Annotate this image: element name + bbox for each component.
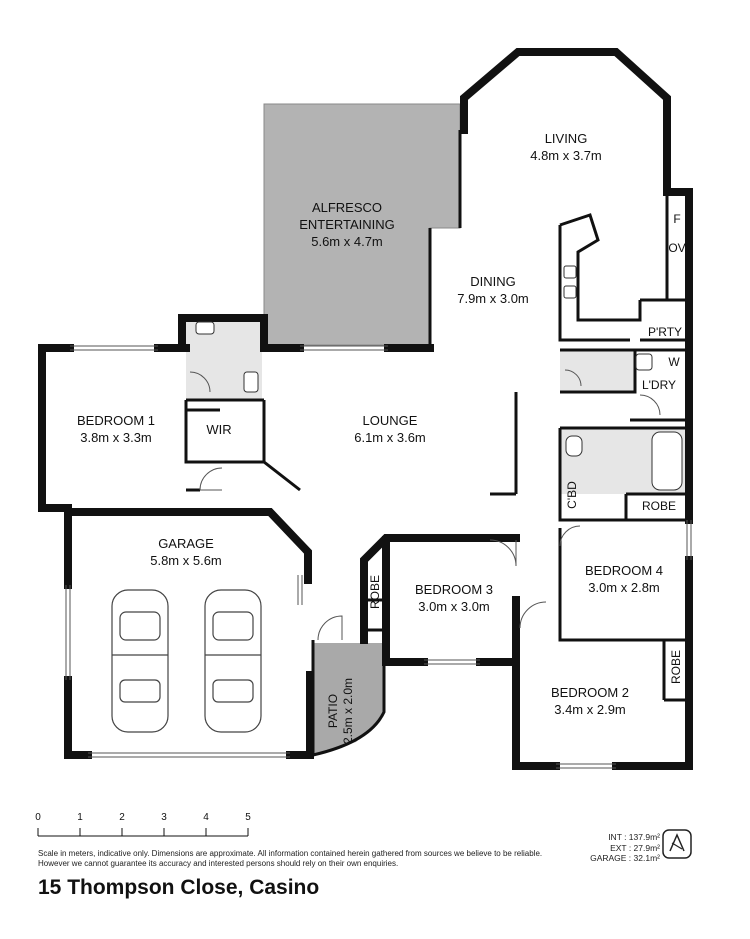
label-robe-left: ROBE (368, 575, 382, 610)
label-pantry: P'RTY (647, 325, 683, 339)
property-address: 15 Thompson Close, Casino (38, 876, 320, 899)
label-cbd: C'BD (565, 481, 579, 509)
disclaimer-text: Scale in meters, indicative only. Dimens… (38, 849, 543, 868)
windows-and-doors (65, 345, 692, 769)
scale-tick-5: 5 (245, 812, 251, 823)
fixtures (195, 265, 683, 491)
label-fridge: F (673, 212, 681, 226)
floor-plan (38, 48, 693, 770)
area-summary: INT : 137.9m² EXT : 27.9m² GARAGE : 32.1… (560, 832, 660, 864)
north-arrow-icon (662, 829, 692, 859)
interior-walls (184, 130, 691, 757)
label-oven: OV (668, 241, 686, 255)
label-laundry: L'DRY (641, 378, 677, 392)
patio-area (313, 643, 384, 755)
scale-bar: 0 1 2 3 4 5 (35, 812, 251, 842)
scale-tick-0: 0 (35, 812, 41, 823)
area-garage: GARAGE : 32.1m² (590, 853, 660, 863)
label-washer: W (668, 355, 680, 369)
car-left (111, 589, 169, 733)
label-robe-b4: ROBE (641, 499, 676, 513)
car-right (204, 589, 262, 733)
label-robe-b2: ROBE (669, 650, 683, 685)
area-ext: EXT : 27.9m² (610, 842, 660, 853)
scale-tick-2: 2 (119, 812, 125, 823)
scale-tick-1: 1 (77, 812, 83, 823)
scale-line (37, 828, 249, 837)
laundry-wet-area (560, 350, 635, 392)
scale-tick-3: 3 (161, 812, 167, 823)
scale-tick-4: 4 (203, 812, 209, 823)
area-int: INT : 137.9m² (608, 832, 660, 842)
label-wir: WIR (206, 422, 232, 437)
